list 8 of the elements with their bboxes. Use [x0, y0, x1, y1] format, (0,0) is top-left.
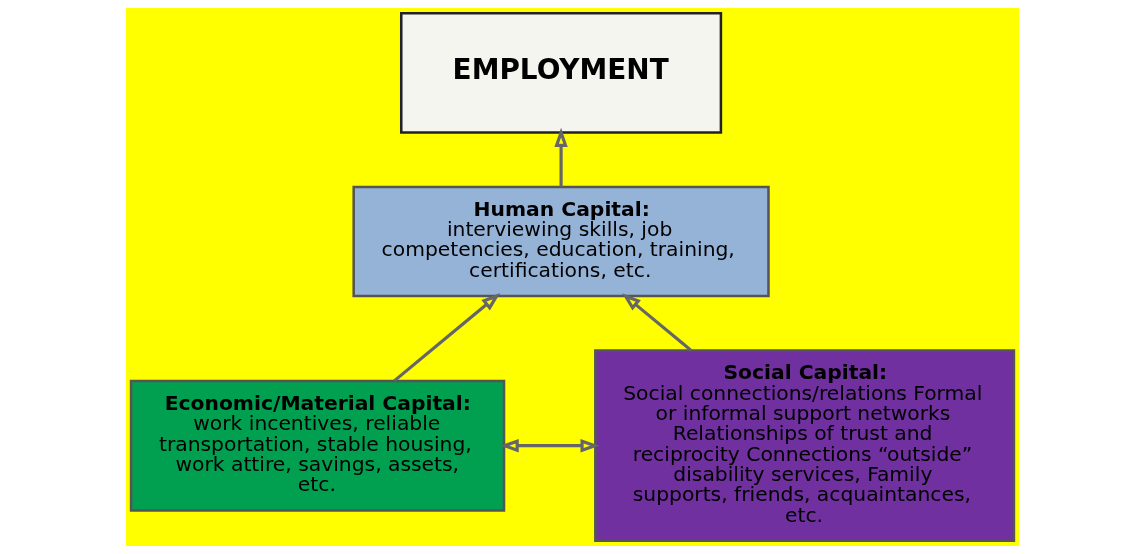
node-box: Human Capital: interviewing skills, job competencies, education, training, certifications, etc.	[351, 185, 770, 298]
node-box: EMPLOYMENT	[399, 11, 722, 134]
arrow	[553, 127, 568, 187]
node-box: Social Capital: Social connections/relations Formal or informal support networks Relationships of trust and reciprocity Connections “outside” disability services, Family supports, friends, acquaintances, etc.	[593, 349, 1015, 543]
arrow	[392, 293, 500, 383]
arrow	[621, 293, 692, 352]
arrow	[499, 439, 600, 453]
node-box: Economic/Material Capital: work incentives, reliable transportation, stable housing, work attire, savings, assets, etc.	[129, 379, 505, 512]
